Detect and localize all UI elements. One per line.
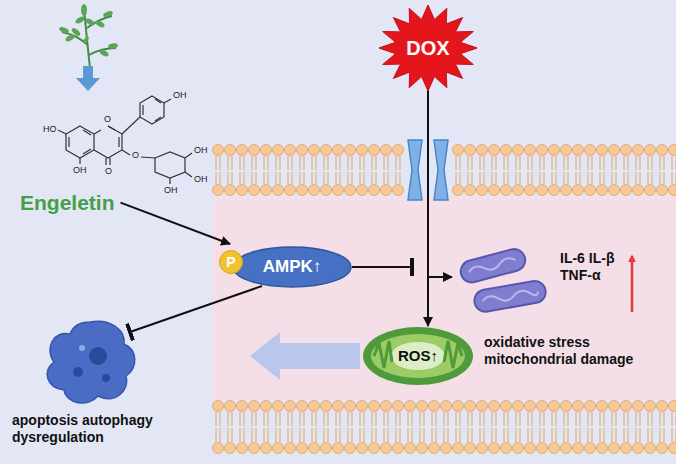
inhibition-line	[352, 266, 412, 268]
node-label: apoptosis autophagy dysregulation	[12, 412, 202, 446]
ampk-ellipse: AMPK↑P	[232, 246, 352, 288]
cell-interior	[212, 196, 676, 400]
apoptotic-cell-outline	[40, 316, 140, 406]
inhibition-line	[130, 286, 262, 332]
arrow-line	[428, 90, 452, 277]
atom-label: O	[105, 167, 112, 176]
atom-label: O	[132, 151, 139, 160]
increase-arrow	[631, 256, 634, 312]
flow-arrow	[250, 332, 360, 380]
compound-label: Engeletin	[16, 188, 119, 217]
drug-starburst: DOX	[378, 4, 478, 92]
node-label: IL-6 IL-β TNF-α	[560, 250, 616, 284]
atom-label: OH	[73, 166, 87, 175]
atom-label: OH	[194, 146, 208, 155]
phosphate-circle: P	[218, 250, 244, 274]
node-label: ROS↑	[398, 347, 438, 365]
node-label: AMPK↑	[263, 257, 322, 277]
node-label: Engeletin	[20, 190, 115, 215]
node-label: P	[226, 254, 235, 271]
plant-leaves	[58, 4, 118, 58]
mitochondrion: ROS↑oxidative stress mitochondrial damag…	[362, 326, 474, 386]
atom-label: OH	[173, 91, 187, 100]
node-label: DOX	[406, 36, 449, 60]
apoptotic-cell: apoptosis autophagy dysregulation	[40, 316, 140, 406]
atom-label: O	[104, 115, 111, 124]
down-arrow	[76, 66, 100, 91]
plant-illustration	[62, 8, 116, 68]
atom-label: HO	[43, 125, 57, 134]
atom-label: OH	[164, 186, 178, 195]
node-caption: oxidative stress mitochondrial damage	[484, 334, 659, 368]
atom-label: OH	[194, 175, 208, 184]
arrow-line	[121, 203, 230, 244]
cytokine-group: IL-6 IL-β TNF-α	[452, 244, 627, 318]
engeletin-structure	[58, 96, 192, 184]
